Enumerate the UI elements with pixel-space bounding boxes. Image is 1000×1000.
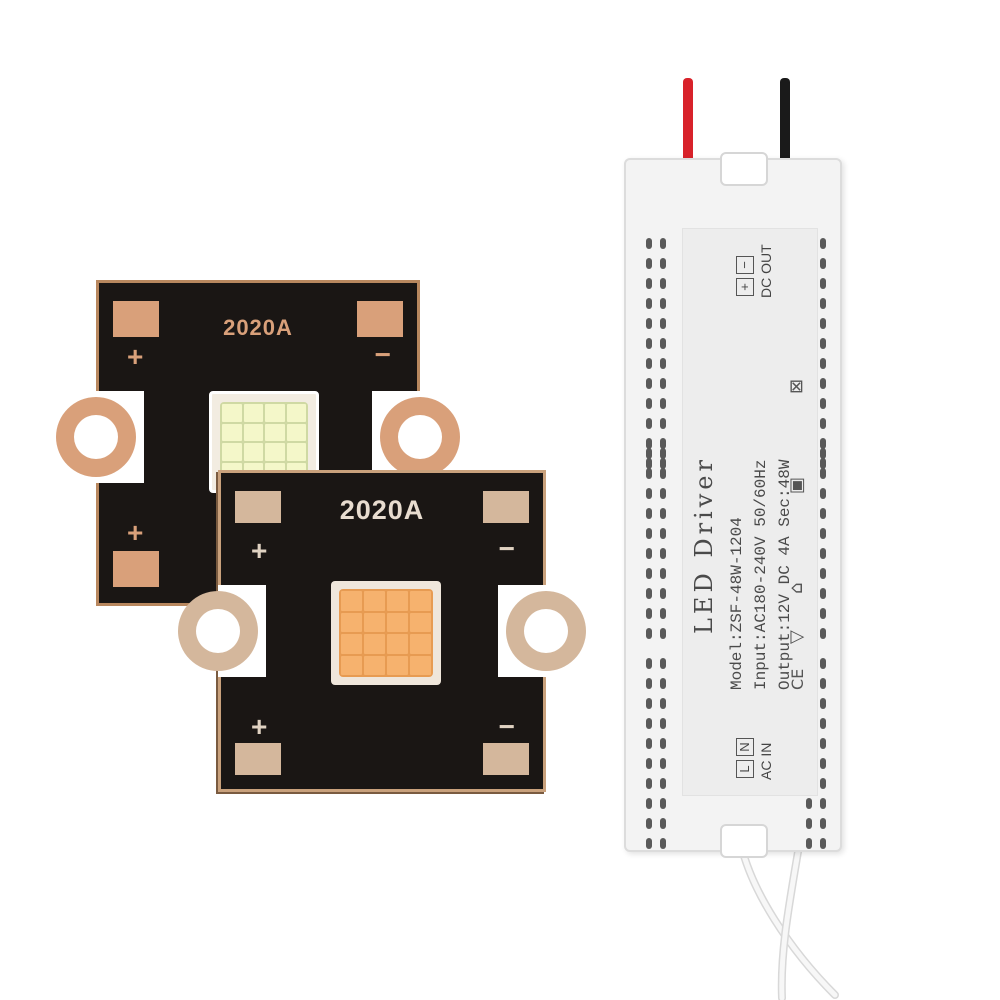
ce-mark: CE <box>788 668 807 690</box>
board-label: 2020A <box>223 315 293 340</box>
plus-sign: + <box>127 341 144 372</box>
driver-output: Output:12V DC 4A Sec:48W <box>776 459 794 690</box>
weee-bin-icon: ⊠ <box>786 378 807 394</box>
mounting-tab-top <box>720 152 768 186</box>
plus-sign: + <box>251 535 268 566</box>
black-wire <box>780 78 790 164</box>
mounting-notch <box>372 391 460 483</box>
copper-pad <box>483 491 529 523</box>
plus-sign: + <box>127 517 144 548</box>
led-driver: LED Driver Model:ZSF-48W-1204 Input:AC18… <box>624 152 842 858</box>
minus-sign: − <box>374 339 391 370</box>
dc-out-label: DC OUT <box>758 244 774 298</box>
copper-pad <box>357 301 403 337</box>
terminal-minus: − <box>736 256 754 274</box>
warm-white-chip <box>331 581 441 685</box>
led-board-cool-white: 2020A + − + <box>56 280 460 606</box>
mounting-notch <box>178 585 266 677</box>
double-insulation-icon: ▣ <box>786 476 807 494</box>
f-mark-icon: ▽ <box>786 630 807 644</box>
terminal-l: L <box>736 760 754 778</box>
copper-pad <box>113 301 159 337</box>
minus-sign: − <box>498 533 515 564</box>
mounting-notch <box>56 391 144 483</box>
ac-in-label: AC IN <box>758 742 774 780</box>
plus-sign: + <box>251 711 268 742</box>
vent-slots <box>646 448 666 639</box>
driver-model: Model:ZSF-48W-1204 <box>728 517 746 690</box>
driver-title: LED Driver <box>690 456 718 634</box>
minus-sign: − <box>498 711 515 742</box>
white-wires <box>736 840 839 1000</box>
vent-slots <box>646 238 666 469</box>
house-icon: ⌂ <box>786 582 807 594</box>
terminal-n: N <box>736 738 754 756</box>
copper-pad <box>235 743 281 775</box>
red-wire <box>683 78 693 164</box>
terminal-plus: + <box>736 278 754 296</box>
ac-in-terminals: LN AC IN <box>736 736 774 780</box>
vent-slots <box>646 658 666 849</box>
copper-pad <box>235 491 281 523</box>
driver-input: Input:AC180-240V 50/60Hz <box>752 459 770 690</box>
copper-pad <box>113 551 159 587</box>
copper-pad <box>483 743 529 775</box>
board-label: 2020A <box>339 495 425 525</box>
driver-label-text: LED Driver Model:ZSF-48W-1204 Input:AC18… <box>682 228 816 794</box>
dc-out-terminals: + − DC OUT <box>736 244 774 298</box>
led-board-warm-white: 2020A + − + − <box>178 470 586 792</box>
mounting-tab-bottom <box>720 824 768 858</box>
driver-label-panel <box>682 228 818 796</box>
mounting-notch <box>498 585 586 677</box>
